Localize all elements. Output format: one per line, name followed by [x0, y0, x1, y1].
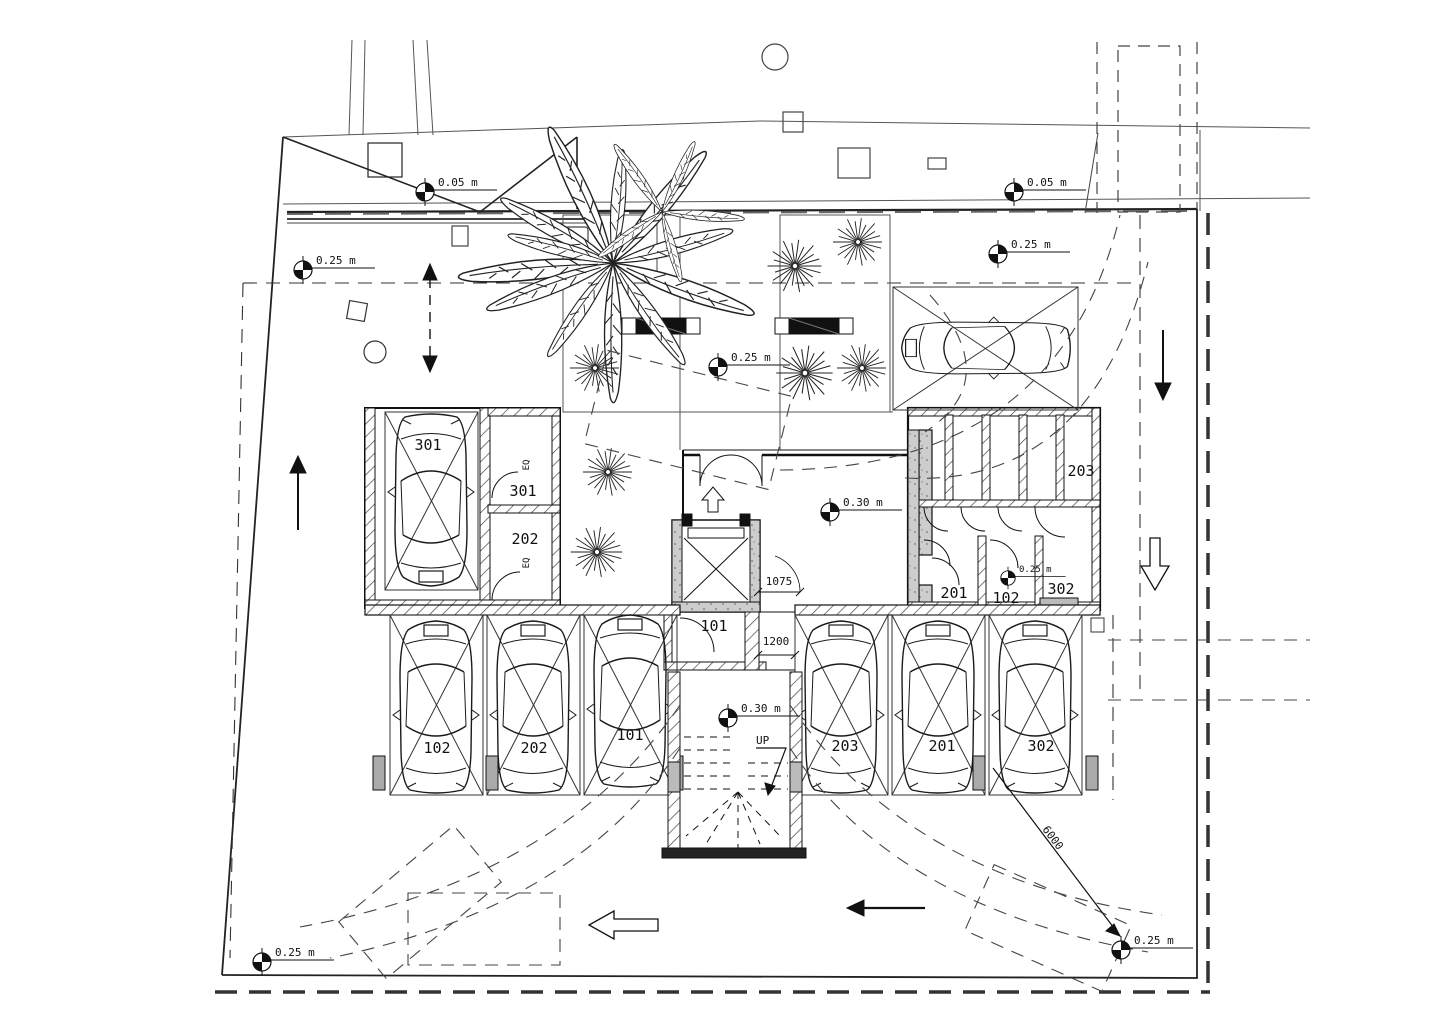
- room-label: 102: [992, 589, 1019, 607]
- parking-label: 302: [1027, 737, 1054, 755]
- elevation-label: 0.05 m: [438, 176, 478, 189]
- room-label: EQ: [522, 558, 532, 569]
- utility-marks: [761, 43, 947, 179]
- dimension-label: 1075: [766, 575, 793, 588]
- bush-icon: [832, 217, 883, 267]
- elevation-label: 0.30 m: [843, 496, 883, 509]
- manhole-circle: [761, 43, 789, 71]
- dimension-label: 1200: [763, 635, 790, 648]
- bush-icon: [767, 239, 822, 293]
- room-label: 201: [940, 584, 967, 602]
- elevation-label: 0.05 m: [1027, 176, 1067, 189]
- misc-objects: [345, 299, 387, 364]
- elevation-label: 0.25 m: [1019, 565, 1052, 575]
- parking-label: 102: [423, 739, 450, 757]
- staircase: [661, 671, 807, 859]
- elevation-label: 0.25 m: [316, 254, 356, 267]
- elevator: [671, 486, 761, 613]
- driveway-marking: [282, 136, 578, 213]
- boundary-tick: [1084, 132, 1099, 214]
- elevator-direction-arrow: [700, 486, 726, 513]
- parking-spot: [892, 286, 1079, 411]
- room-label: 202: [511, 530, 538, 548]
- parking-label: 203: [831, 737, 858, 755]
- room-label: 203: [1067, 462, 1094, 480]
- lobby: [682, 429, 960, 611]
- elevation-label: 0.30 m: [741, 702, 781, 715]
- turning-paths: [299, 214, 1310, 993]
- parking-row-left: [389, 614, 678, 796]
- bush-icon: [836, 343, 887, 393]
- room-label: EQ: [522, 460, 532, 471]
- bush-icon: [570, 526, 623, 578]
- hollow-arrow-left: [587, 909, 659, 941]
- parking-label: 202: [520, 739, 547, 757]
- room-label: 101: [700, 617, 727, 635]
- room-label: 301: [414, 436, 441, 454]
- elevation-label: 0.25 m: [1011, 238, 1051, 251]
- hollow-arrow-down: [1139, 537, 1171, 592]
- bush-icon: [775, 345, 834, 401]
- dimension-lines: [753, 555, 1122, 937]
- bush-icon: [582, 447, 633, 497]
- parking-row-right: [794, 614, 1083, 796]
- parking-spot: [384, 411, 479, 591]
- elevation-label: 0.25 m: [1134, 934, 1174, 947]
- bench: [774, 317, 854, 335]
- arrow-up-head: [422, 262, 438, 281]
- elevation-label: 0.25 m: [731, 351, 771, 364]
- parking-label: 101: [616, 726, 643, 744]
- parking-label: 201: [928, 737, 955, 755]
- arrow-down-head: [422, 355, 438, 374]
- neighbor-parcel-dashed: [1096, 42, 1198, 213]
- flow-arrows: [289, 262, 1172, 941]
- dimension-label: 6000: [1040, 823, 1066, 852]
- room-label: 301: [509, 482, 536, 500]
- gate-post: [1090, 617, 1105, 633]
- stair-direction-label: UP: [756, 734, 770, 747]
- labels: 0.05 m 0.05 m 0.25 m 0.25 m 0.25 m 0.30 …: [275, 176, 1174, 959]
- corridor-walls: [759, 611, 795, 671]
- elevation-label: 0.25 m: [275, 946, 315, 959]
- car-icon: [586, 614, 674, 788]
- stair-up-arrowhead: [764, 782, 776, 797]
- garage-block: [364, 407, 561, 609]
- room-label: 302: [1047, 580, 1074, 598]
